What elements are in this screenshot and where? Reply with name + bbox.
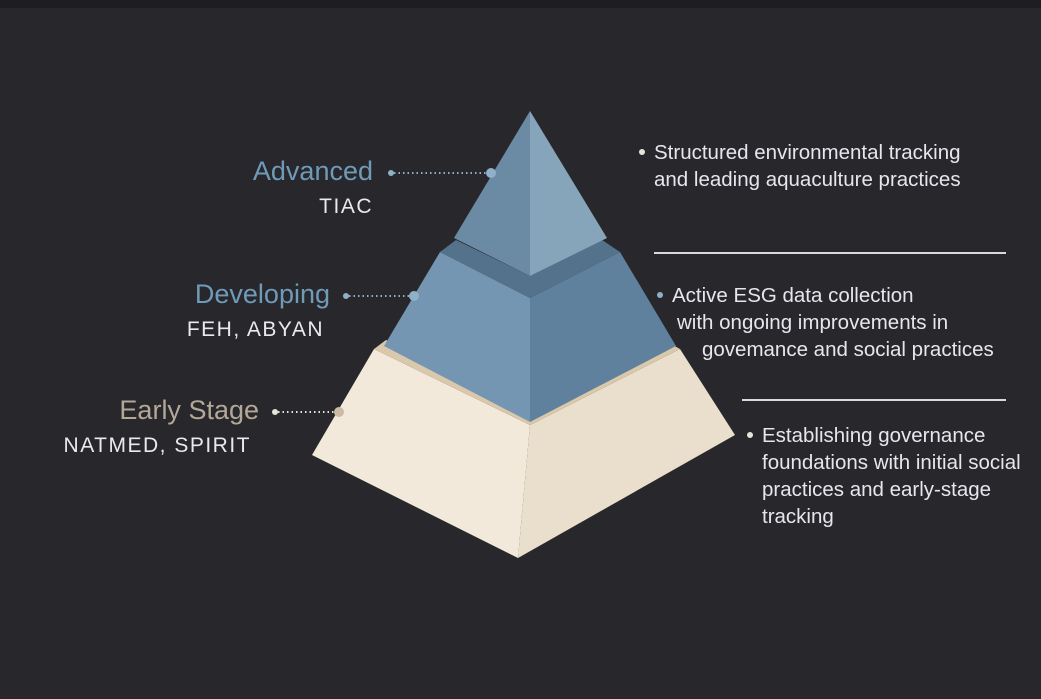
early-stage-tier-left-face: [312, 349, 530, 558]
early-stage-leader-start-dot: [272, 409, 278, 415]
advanced-companies-label: TIAC: [319, 195, 373, 218]
early-stage-description-line: practices and early-stage: [762, 478, 992, 501]
advanced-level-label: Advanced: [252, 156, 373, 186]
advanced-description-line: and leading aquaculture practices: [654, 168, 961, 191]
developing-bullet: [657, 292, 663, 298]
advanced-tier-right-face: [530, 111, 607, 276]
developing-leader-end-dot: [409, 291, 419, 301]
developing-description-line: with ongoing improvements in: [677, 311, 949, 334]
developing-tier-right-face: [530, 252, 676, 422]
developing-level-label: Developing: [194, 279, 330, 309]
developing-leader-start-dot: [343, 293, 349, 299]
early-stage-level-label: Early Stage: [119, 395, 259, 425]
advanced-description: Structured environmental tracking and le…: [639, 139, 961, 193]
advanced-leader-end-dot: [486, 168, 496, 178]
advanced-leader-start-dot: [388, 170, 394, 176]
developing-description: Active ESG data collection with ongoing …: [657, 282, 994, 363]
early-stage-companies-label: NATMED, SPIRIT: [63, 434, 251, 457]
advanced-tier-left-face: [454, 111, 530, 276]
developing-companies-label: FEH, ABYAN: [186, 318, 324, 341]
advanced-divider: [654, 252, 1006, 254]
developing-tier-left-face: [384, 252, 530, 422]
developing-tier-top-band: [440, 240, 620, 298]
advanced-description-line: Structured environmental tracking: [654, 141, 961, 164]
advanced-bullet: [639, 149, 645, 155]
early-stage-bullet: [747, 432, 753, 438]
early-stage-description: Establishing governance foundations with…: [747, 422, 1021, 530]
developing-divider: [742, 399, 1006, 401]
early-stage-tier-right-face: [518, 349, 735, 558]
early-stage-leader-end-dot: [334, 407, 344, 417]
early-stage-description-line: tracking: [762, 505, 834, 528]
developing-description-line: govemance and social practices: [702, 338, 994, 361]
early-stage-description-line: Establishing governance: [762, 424, 986, 447]
early-stage-description-line: foundations with initial social: [762, 451, 1021, 474]
developing-description-line: Active ESG data collection: [672, 284, 914, 307]
slide-top-edge: [0, 0, 1041, 8]
